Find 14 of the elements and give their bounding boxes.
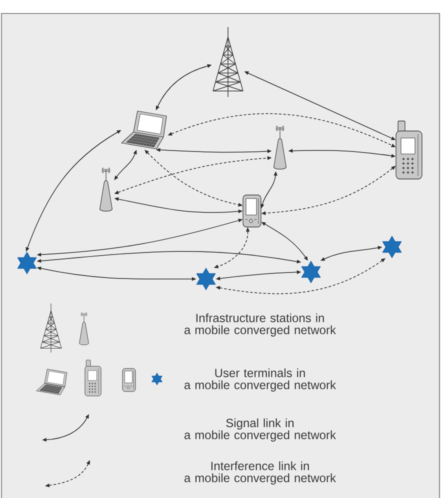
legend-text: Interference link in a mobile converged network [184,461,336,485]
star-icon [382,236,402,258]
star-icon [301,260,321,284]
legend-text: Infrastructure stations in a mobile converged network [184,313,336,337]
handheld-icon [242,194,262,228]
star-icon [196,268,216,290]
base-station-icon [274,125,286,170]
star-icon [17,252,37,274]
base-station-icon [100,167,112,212]
phone-icon [396,120,422,180]
tower-icon [212,26,244,98]
legend-text: Signal link in a mobile converged network [184,418,336,442]
legend-text: User terminals in a mobile converged network [184,368,336,392]
laptop-icon [121,110,167,150]
